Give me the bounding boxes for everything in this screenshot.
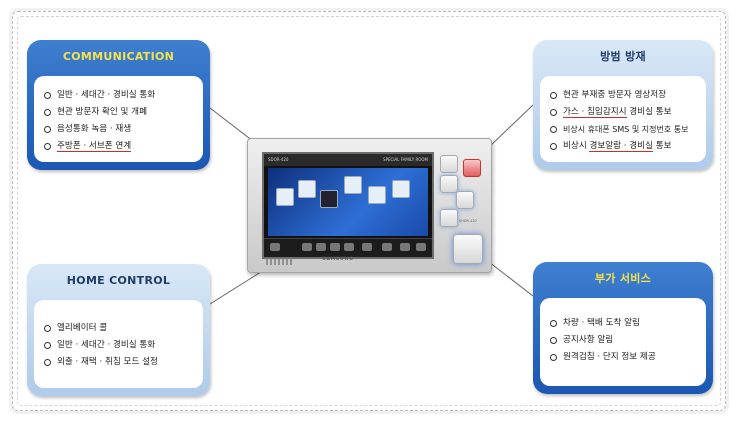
call-button[interactable] bbox=[440, 175, 458, 193]
bullet-icon bbox=[550, 109, 557, 116]
app-icon[interactable] bbox=[298, 180, 316, 198]
inner-frame bbox=[17, 16, 721, 406]
screen-status-bar: SDOR-420 SPECIAL FAMILY ROOM bbox=[264, 154, 432, 166]
list-item: 주방폰 · 서브폰 연계 bbox=[44, 138, 193, 155]
list-item: 가스 · 침입감지시 경비실 통보 bbox=[550, 104, 696, 121]
toolbar-icon[interactable] bbox=[400, 243, 410, 251]
toolbar-icon[interactable] bbox=[344, 243, 354, 251]
screen-home-menu bbox=[268, 168, 428, 236]
list-item: 비상시 경보알람 · 경비실 통보 bbox=[550, 138, 696, 155]
bullet-icon bbox=[550, 354, 557, 361]
bullet-icon bbox=[44, 325, 51, 332]
model-label: SHDR-420 bbox=[459, 219, 477, 223]
list-item: 일반 · 세대간 · 경비실 통화 bbox=[44, 337, 193, 354]
toolbar-icon[interactable] bbox=[416, 243, 426, 251]
screen-toolbar bbox=[264, 238, 432, 257]
emergency-button[interactable] bbox=[463, 159, 481, 177]
toolbar-icon[interactable] bbox=[382, 243, 392, 251]
toolbar-icon[interactable] bbox=[316, 243, 326, 251]
bullet-icon bbox=[44, 342, 51, 349]
bullet-icon bbox=[44, 359, 51, 366]
toolbar-icon[interactable] bbox=[362, 243, 372, 251]
camera-button[interactable] bbox=[440, 155, 458, 173]
list-item: 현관 부재중 방문자 영상저장 bbox=[550, 87, 696, 104]
app-icon[interactable] bbox=[320, 190, 338, 208]
outer-frame bbox=[12, 11, 726, 411]
speaker-grille bbox=[266, 257, 294, 265]
list-item: 현관 방문자 확인 및 개폐 bbox=[44, 104, 193, 121]
extra-services-body: 차량 · 택배 도착 알림 공지사항 알림 원격검침 · 단지 정보 제공 bbox=[540, 298, 706, 386]
main-talk-button[interactable] bbox=[453, 234, 483, 264]
wallpad-device: SDOR-420 SPECIAL FAMILY ROOM SAMSUNG SH bbox=[247, 138, 492, 273]
app-icon[interactable] bbox=[344, 176, 362, 194]
list-item: 원격검침 · 단지 정보 제공 bbox=[550, 349, 696, 366]
communication-card: COMMUNICATION 일반 · 세대간 · 경비실 통화 현관 방문자 확… bbox=[27, 40, 210, 170]
app-icon[interactable] bbox=[392, 180, 410, 198]
home-control-body: 엘리베이터 콜 일반 · 세대간 · 경비실 통화 외출 · 재택 · 취침 모… bbox=[34, 300, 203, 388]
communication-body: 일반 · 세대간 · 경비실 통화 현관 방문자 확인 및 개폐 음성통화 녹음… bbox=[34, 76, 203, 162]
toolbar-icon[interactable] bbox=[270, 243, 280, 251]
bullet-icon bbox=[550, 143, 557, 150]
security-card: 방범 방재 현관 부재중 방문자 영상저장 가스 · 침입감지시 경비실 통보 … bbox=[533, 40, 713, 170]
extra-services-title: 부가 서비스 bbox=[594, 272, 652, 285]
home-control-title: HOME CONTROL bbox=[66, 274, 171, 287]
door-open-button[interactable] bbox=[456, 191, 474, 209]
security-body: 현관 부재중 방문자 영상저장 가스 · 침입감지시 경비실 통보 비상시 휴대… bbox=[540, 76, 706, 162]
list-item: 일반 · 세대간 · 경비실 통화 bbox=[44, 87, 193, 104]
list-item: 차량 · 택배 도착 알림 bbox=[550, 315, 696, 332]
guard-call-button[interactable] bbox=[440, 209, 458, 227]
security-title: 방범 방재 bbox=[600, 50, 646, 63]
communication-title: COMMUNICATION bbox=[62, 50, 175, 63]
home-control-card: HOME CONTROL 엘리베이터 콜 일반 · 세대간 · 경비실 통화 외… bbox=[27, 264, 210, 396]
bullet-icon bbox=[550, 92, 557, 99]
list-item: 음성통화 녹음 · 재생 bbox=[44, 121, 193, 138]
bullet-icon bbox=[550, 337, 557, 344]
toolbar-icon[interactable] bbox=[330, 243, 340, 251]
toolbar-icon[interactable] bbox=[302, 243, 312, 251]
list-item: 엘리베이터 콜 bbox=[44, 320, 193, 337]
list-item: 외출 · 재택 · 취침 모드 설정 bbox=[44, 354, 193, 371]
list-item: 공지사항 알림 bbox=[550, 332, 696, 349]
app-icon[interactable] bbox=[368, 186, 386, 204]
bullet-icon bbox=[44, 92, 51, 99]
brand-logo: SAMSUNG bbox=[322, 257, 354, 262]
bullet-icon bbox=[44, 109, 51, 116]
bullet-icon bbox=[44, 126, 51, 133]
device-screen[interactable]: SDOR-420 SPECIAL FAMILY ROOM bbox=[262, 152, 434, 259]
bullet-icon bbox=[550, 320, 557, 327]
list-item: 비상시 휴대폰 SMS 및 지정번호 통보 bbox=[550, 121, 696, 138]
bullet-icon bbox=[550, 126, 557, 133]
bullet-icon bbox=[44, 143, 51, 150]
app-icon[interactable] bbox=[276, 188, 294, 206]
extra-services-card: 부가 서비스 차량 · 택배 도착 알림 공지사항 알림 원격검침 · 단지 정… bbox=[533, 262, 713, 394]
